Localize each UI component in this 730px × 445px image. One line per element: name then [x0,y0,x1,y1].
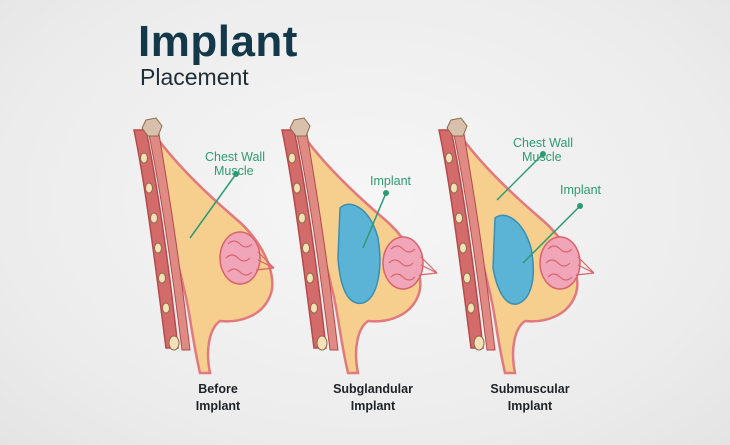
implant-shape [492,214,535,305]
page-title: Implant [138,17,298,66]
label-implant-2: Implant [370,174,412,188]
label-muscle-1: Muscle [214,164,254,178]
caption-submuscular-implant: Implant [508,399,553,413]
panel-subglandular-implant [280,116,438,375]
label-chest-wall-muscle-3: Chest Wall [513,136,573,150]
label-muscle-3: Muscle [522,150,562,164]
implant-shape [337,203,381,304]
panel-before-implant [132,116,275,375]
label-implant-3: Implant [560,183,602,197]
page-subtitle: Placement [140,64,249,90]
caption-before: Before [198,382,238,396]
muscle-pointer [189,173,237,239]
caption-before-implant: Implant [196,399,241,413]
panel-submuscular-implant [437,116,595,375]
caption-subglandular: Subglandular [333,382,413,396]
caption-submuscular: Submuscular [490,382,569,396]
caption-subglandular-implant: Implant [351,399,396,413]
label-chest-wall-muscle-1: Chest Wall [205,150,265,164]
